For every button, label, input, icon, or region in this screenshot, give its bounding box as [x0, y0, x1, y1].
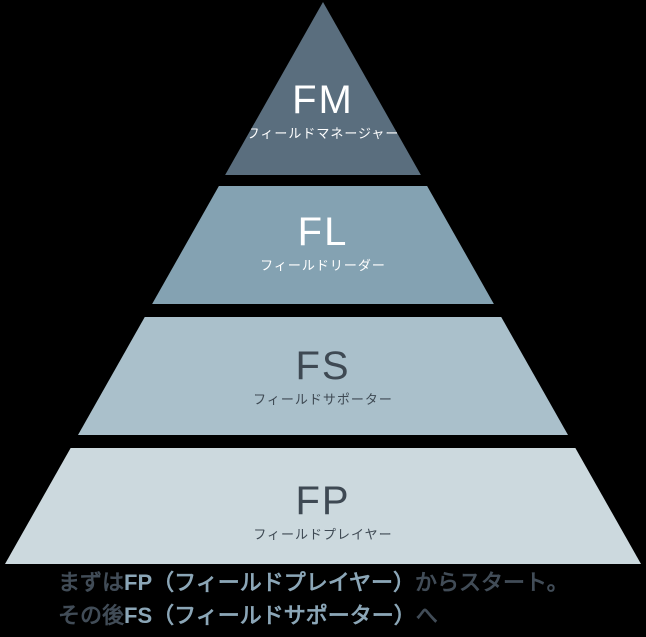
pyramid-level-fm: FM フィールドマネージャー: [5, 2, 641, 175]
caption-line-2: その後FS（フィールドサポーター）へ: [58, 603, 438, 628]
level-code: FS: [295, 344, 351, 388]
level-name: フィールドサポーター: [253, 392, 393, 407]
pyramid-level-fs: FS フィールドサポーター: [5, 317, 641, 435]
pyramid: FM フィールドマネージャー FL フィールドリーダー FS フィールドサポータ…: [5, 2, 641, 564]
level-label-fl: FL フィールドリーダー: [5, 212, 641, 272]
level-label-fs: FS フィールドサポーター: [5, 346, 641, 406]
level-name: フィールドリーダー: [260, 258, 386, 273]
level-code: FM: [292, 78, 354, 122]
caption-line-1: まずはFP（フィールドプレイヤー）からスタート。: [58, 570, 569, 595]
level-code: FP: [295, 479, 351, 523]
caption-text: まずはFP（フィールドプレイヤー）からスタート。 その後FS（フィールドサポータ…: [58, 566, 569, 632]
level-code: FL: [297, 210, 349, 254]
level-name: フィールドマネージャー: [246, 126, 400, 141]
pyramid-level-fl: FL フィールドリーダー: [5, 186, 641, 304]
level-label-fm: FM フィールドマネージャー: [5, 80, 641, 140]
level-label-fp: FP フィールドプレイヤー: [5, 481, 641, 541]
pyramid-level-fp: FP フィールドプレイヤー: [5, 448, 641, 564]
level-name: フィールドプレイヤー: [253, 527, 393, 542]
